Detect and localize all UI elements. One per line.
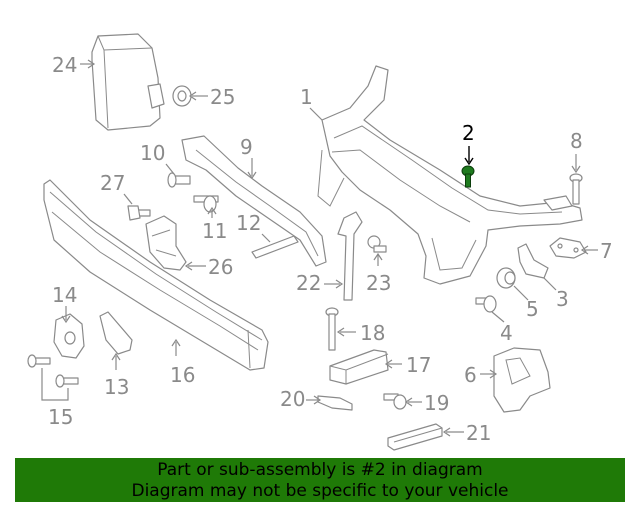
part-8-bolt[interactable] bbox=[569, 173, 583, 205]
label-11: 11 bbox=[202, 206, 227, 243]
svg-text:1: 1 bbox=[300, 85, 313, 109]
label-4: 4 bbox=[491, 311, 513, 345]
svg-text:27: 27 bbox=[100, 171, 125, 195]
label-15: 15 bbox=[41, 368, 73, 429]
svg-text:22: 22 bbox=[296, 271, 321, 295]
svg-text:13: 13 bbox=[104, 375, 129, 399]
label-19: 19 bbox=[404, 391, 449, 415]
svg-text:6: 6 bbox=[464, 363, 477, 387]
svg-text:10: 10 bbox=[140, 141, 165, 165]
label-9: 9 bbox=[240, 135, 257, 180]
svg-text:8: 8 bbox=[570, 129, 583, 153]
part-6-bracket[interactable] bbox=[493, 347, 551, 413]
label-27: 27 bbox=[100, 171, 133, 205]
part-13-bracket[interactable] bbox=[99, 311, 133, 355]
label-6: 6 bbox=[464, 363, 498, 387]
label-26: 26 bbox=[184, 255, 233, 279]
label-23: 23 bbox=[366, 252, 391, 295]
part-3-bracket[interactable] bbox=[517, 243, 549, 279]
svg-text:15: 15 bbox=[48, 405, 73, 429]
label-12: 12 bbox=[236, 211, 271, 243]
label-7: 7 bbox=[580, 239, 613, 263]
svg-text:11: 11 bbox=[202, 219, 227, 243]
banner-line-1: Part or sub-assembly is #2 in diagram bbox=[157, 460, 483, 480]
part-5-bushing[interactable] bbox=[496, 267, 516, 289]
svg-text:4: 4 bbox=[500, 321, 513, 345]
svg-text:9: 9 bbox=[240, 135, 253, 159]
label-10: 10 bbox=[140, 141, 175, 175]
part-15-bolts[interactable] bbox=[27, 354, 79, 388]
label-18: 18 bbox=[336, 321, 385, 345]
svg-text:14: 14 bbox=[52, 283, 77, 307]
svg-text:21: 21 bbox=[466, 421, 491, 445]
svg-text:12: 12 bbox=[236, 211, 261, 235]
part-19-bolt[interactable] bbox=[383, 393, 407, 410]
svg-text:20: 20 bbox=[280, 387, 305, 411]
part-20-seal[interactable] bbox=[317, 395, 353, 411]
label-25: 25 bbox=[188, 85, 235, 109]
part-4-bolt[interactable] bbox=[475, 295, 497, 313]
label-8: 8 bbox=[570, 129, 583, 174]
svg-text:17: 17 bbox=[406, 353, 431, 377]
part-23-screw[interactable] bbox=[367, 235, 387, 253]
svg-text:24: 24 bbox=[52, 53, 77, 77]
parts-diagram: 24 25 16 9 10 bbox=[27, 33, 613, 451]
part-25-nut[interactable] bbox=[172, 85, 192, 107]
part-11-bolt[interactable] bbox=[193, 195, 219, 213]
svg-text:23: 23 bbox=[366, 271, 391, 295]
part-1-radiator-support[interactable] bbox=[317, 65, 583, 285]
part-18-bolt[interactable] bbox=[325, 307, 339, 351]
label-5: 5 bbox=[513, 285, 539, 321]
part-21-duct[interactable] bbox=[387, 423, 443, 451]
svg-text:3: 3 bbox=[556, 287, 569, 311]
svg-text:25: 25 bbox=[210, 85, 235, 109]
label-16: 16 bbox=[170, 338, 195, 387]
part-2-bolt-highlighted[interactable] bbox=[461, 165, 475, 188]
svg-text:26: 26 bbox=[208, 255, 233, 279]
svg-text:2: 2 bbox=[462, 121, 475, 145]
part-22-bracket[interactable] bbox=[337, 211, 363, 301]
label-24: 24 bbox=[52, 53, 96, 77]
label-17: 17 bbox=[384, 353, 431, 377]
label-3: 3 bbox=[543, 277, 569, 311]
svg-text:16: 16 bbox=[170, 363, 195, 387]
part-10-screw[interactable] bbox=[167, 172, 191, 188]
label-21: 21 bbox=[442, 421, 491, 445]
part-12-strip[interactable] bbox=[251, 235, 299, 259]
part-7-bracket[interactable] bbox=[549, 237, 587, 259]
part-14-bracket[interactable] bbox=[53, 313, 85, 359]
part-24-module[interactable] bbox=[91, 33, 165, 131]
label-1: 1 bbox=[300, 85, 323, 121]
part-9-bracket[interactable] bbox=[181, 135, 327, 267]
svg-text:7: 7 bbox=[600, 239, 613, 263]
part-26-bracket[interactable] bbox=[145, 215, 187, 271]
label-2: 2 bbox=[462, 121, 475, 166]
label-22: 22 bbox=[296, 271, 344, 295]
svg-text:18: 18 bbox=[360, 321, 385, 345]
part-17-duct[interactable] bbox=[329, 349, 389, 385]
label-20: 20 bbox=[280, 387, 322, 411]
svg-text:5: 5 bbox=[526, 297, 539, 321]
part-27-screw[interactable] bbox=[127, 205, 151, 221]
label-13: 13 bbox=[104, 352, 129, 399]
label-14: 14 bbox=[52, 283, 77, 324]
svg-text:19: 19 bbox=[424, 391, 449, 415]
part-16-bumper-beam[interactable] bbox=[43, 179, 269, 371]
banner-line-2: Diagram may not be specific to your vehi… bbox=[131, 481, 509, 501]
info-banner: Part or sub-assembly is #2 in diagram Di… bbox=[15, 458, 625, 502]
